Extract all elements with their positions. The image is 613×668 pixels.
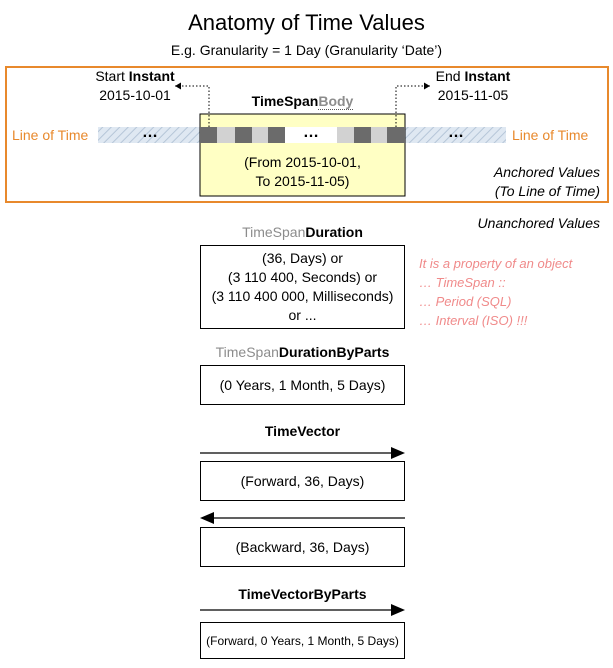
line-of-time-right-segment xyxy=(404,127,506,143)
duration-line: or ... xyxy=(288,307,317,323)
end-instant-label: End Instant 2015-11-05 xyxy=(435,68,511,103)
property-note: It is a property of an object … TimeSpan… xyxy=(419,256,573,328)
forward-arrowhead xyxy=(391,447,405,459)
line-of-time-left-segment xyxy=(98,127,200,143)
duration-line: (3 110 400, Seconds) or xyxy=(227,269,378,285)
time-vector-by-parts-title: TimeVectorByParts xyxy=(238,586,367,602)
day-block xyxy=(354,127,371,143)
day-block-gap xyxy=(285,127,337,143)
time-vector-title: TimeVector xyxy=(264,423,341,439)
time-vector-forward-box: (Forward, 36, Days) xyxy=(200,461,405,501)
duration-line: (3 110 400 000, Milliseconds) xyxy=(211,288,394,304)
ellipsis-center: … xyxy=(303,124,319,141)
start-instant-pointer xyxy=(175,85,210,127)
duration-line: (36, Days) or xyxy=(262,250,343,266)
backward-arrowhead xyxy=(200,512,214,524)
duration-box: (36, Days) or (3 110 400, Seconds) or (3… xyxy=(200,245,405,329)
timespan-body-value: (From 2015-10-01,To 2015-11-05) xyxy=(244,154,361,189)
day-block xyxy=(235,127,252,143)
by-parts-arrowhead xyxy=(391,604,405,616)
day-block xyxy=(268,127,285,143)
day-block xyxy=(200,127,217,143)
unanchored-values-label: Unanchored Values xyxy=(477,215,600,231)
day-block xyxy=(387,127,405,143)
line-of-time-label-left: Line of Time xyxy=(12,127,89,143)
timespan-body-title: TimeSpanBody xyxy=(251,93,354,110)
ellipsis-left: … xyxy=(142,124,158,141)
line-of-time-label-right: Line of Time xyxy=(512,127,589,143)
subtitle: E.g. Granularity = 1 Day (Granularity ‘D… xyxy=(170,42,443,58)
page-title: Anatomy of Time Values xyxy=(188,10,425,35)
duration-by-parts-title: TimeSpanDurationByParts xyxy=(215,344,390,360)
time-vector-backward-box: (Backward, 36, Days) xyxy=(200,527,405,567)
duration-title: TimeSpanDuration xyxy=(242,224,363,240)
duration-by-parts-box: (0 Years, 1 Month, 5 Days) xyxy=(200,365,405,405)
ellipsis-right: … xyxy=(448,124,464,141)
start-instant-label: Start Instant 2015-10-01 xyxy=(95,68,175,103)
anchored-values-label: Anchored Values(To Line of Time) xyxy=(493,164,600,199)
anchored-frame xyxy=(5,66,609,203)
end-instant-pointer xyxy=(395,85,430,127)
time-vector-by-parts-box: (Forward, 0 Years, 1 Month, 5 Days) xyxy=(200,622,405,659)
